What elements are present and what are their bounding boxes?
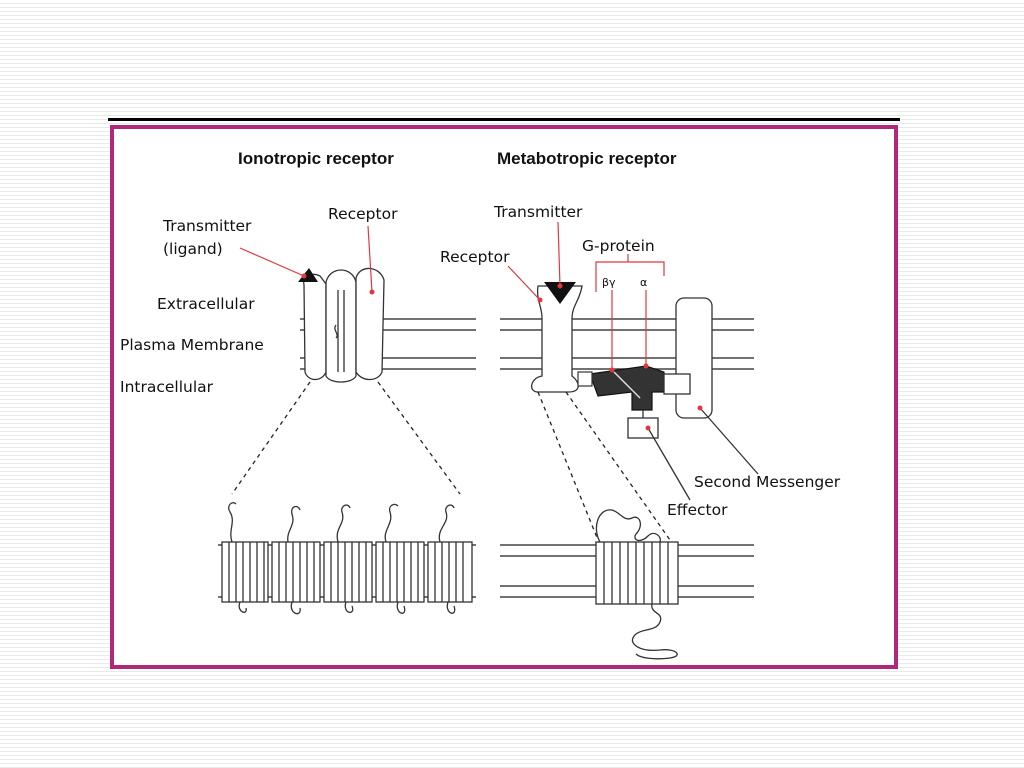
ionotropic-pointers — [239, 225, 375, 295]
metabotropic-pointers — [507, 221, 759, 501]
metabotropic-membrane — [500, 318, 754, 370]
second-messenger-link — [663, 373, 691, 395]
metabotropic-receptor — [531, 285, 583, 393]
label-beta-gamma: βγ — [602, 276, 616, 289]
top-rule — [108, 118, 900, 121]
g-protein-complex — [577, 365, 665, 411]
zoom-line-left-a — [231, 381, 311, 495]
g-protein-bracket — [595, 254, 665, 292]
zoom-line-right-b — [565, 391, 671, 541]
ionotropic-subunits — [218, 502, 476, 615]
label-extracellular: Extracellular — [157, 295, 255, 313]
label-ligand: (ligand) — [163, 240, 223, 258]
label-receptor-ionotropic: Receptor — [328, 205, 398, 223]
zoom-line-right-a — [537, 391, 599, 541]
label-effector: Effector — [667, 501, 728, 519]
label-alpha: α — [640, 276, 647, 289]
zoom-line-left-b — [377, 381, 461, 495]
ionotropic-channel — [303, 267, 385, 383]
label-second-messenger: Second Messenger — [694, 473, 841, 491]
second-messenger-protein — [675, 297, 713, 419]
label-receptor-metabotropic: Receptor — [440, 248, 510, 266]
label-transmitter-metabotropic: Transmitter — [493, 203, 583, 221]
metabotropic-7tm — [500, 509, 754, 660]
header-metabotropic: Metabotropic receptor — [497, 149, 677, 168]
header-ionotropic: Ionotropic receptor — [238, 149, 394, 168]
ligand-triangle — [298, 268, 318, 282]
label-plasma-membrane: Plasma Membrane — [120, 336, 264, 354]
effector-box — [627, 417, 659, 439]
label-transmitter-ligand: Transmitter — [162, 217, 252, 235]
label-intracellular: Intracellular — [120, 378, 214, 396]
transmitter-triangle — [544, 282, 576, 304]
label-g-protein: G-protein — [582, 237, 655, 255]
